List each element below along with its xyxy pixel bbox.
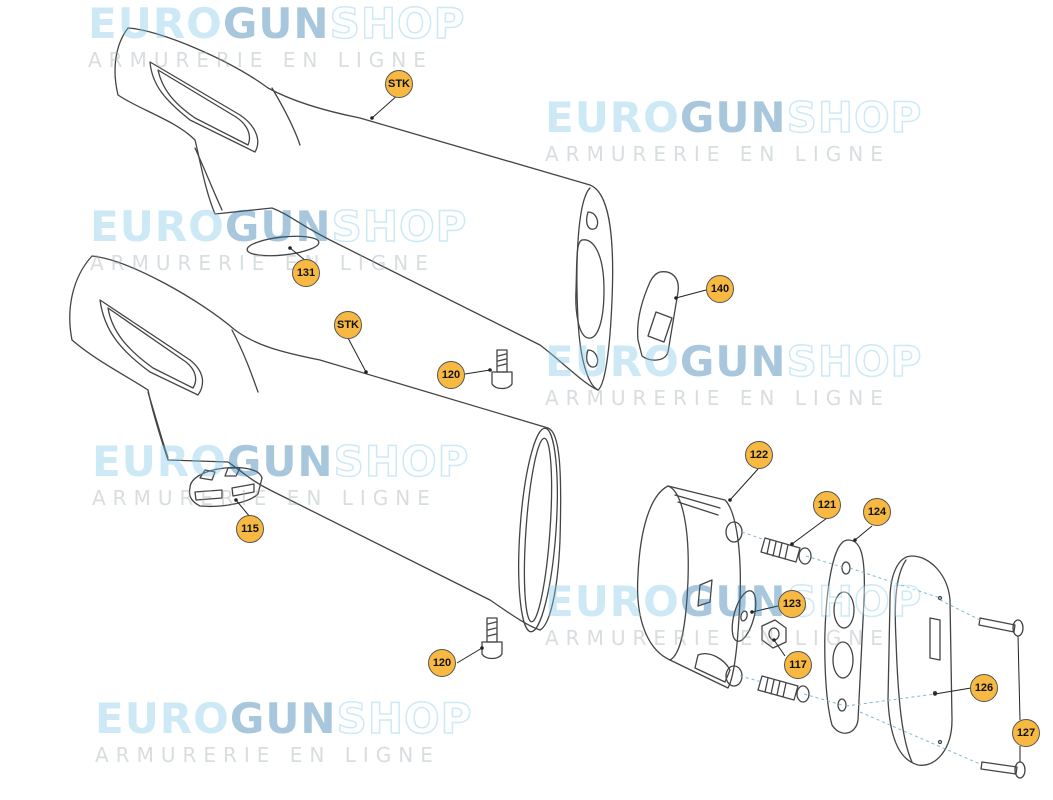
part-120-screw-upper — [491, 349, 513, 390]
assembly-guide-lines — [739, 531, 981, 765]
callout-126[interactable]: 126 — [970, 674, 998, 702]
part-124-plate — [824, 539, 866, 734]
callout-stk-lower[interactable]: STK — [334, 311, 362, 339]
callout-140[interactable]: 140 — [706, 275, 734, 303]
callout-123[interactable]: 123 — [778, 590, 806, 618]
callout-131[interactable]: 131 — [292, 259, 320, 287]
part-123-washer — [731, 590, 757, 642]
part-126-recoil-pad — [887, 555, 953, 766]
leader-lines — [235, 93, 1021, 762]
callout-127[interactable]: 127 — [1012, 719, 1040, 747]
callout-120-upper[interactable]: 120 — [437, 361, 465, 389]
callout-stk-top[interactable]: STK — [385, 70, 413, 98]
part-122-body — [636, 485, 743, 689]
callout-117[interactable]: 117 — [784, 651, 812, 679]
callout-122[interactable]: 122 — [745, 441, 773, 469]
callout-121[interactable]: 121 — [813, 491, 841, 519]
part-121-bolts — [757, 537, 812, 703]
part-120-screw-lower — [481, 617, 503, 660]
upper-stock — [114, 27, 614, 391]
lower-stock — [69, 255, 562, 633]
callout-115[interactable]: 115 — [236, 515, 264, 543]
callout-120-lower[interactable]: 120 — [428, 649, 456, 677]
part-140-plate — [636, 271, 679, 361]
part-117-nut — [761, 619, 787, 649]
part-131-washer — [246, 235, 320, 257]
callout-124[interactable]: 124 — [863, 498, 891, 526]
part-115-cap — [188, 466, 263, 508]
